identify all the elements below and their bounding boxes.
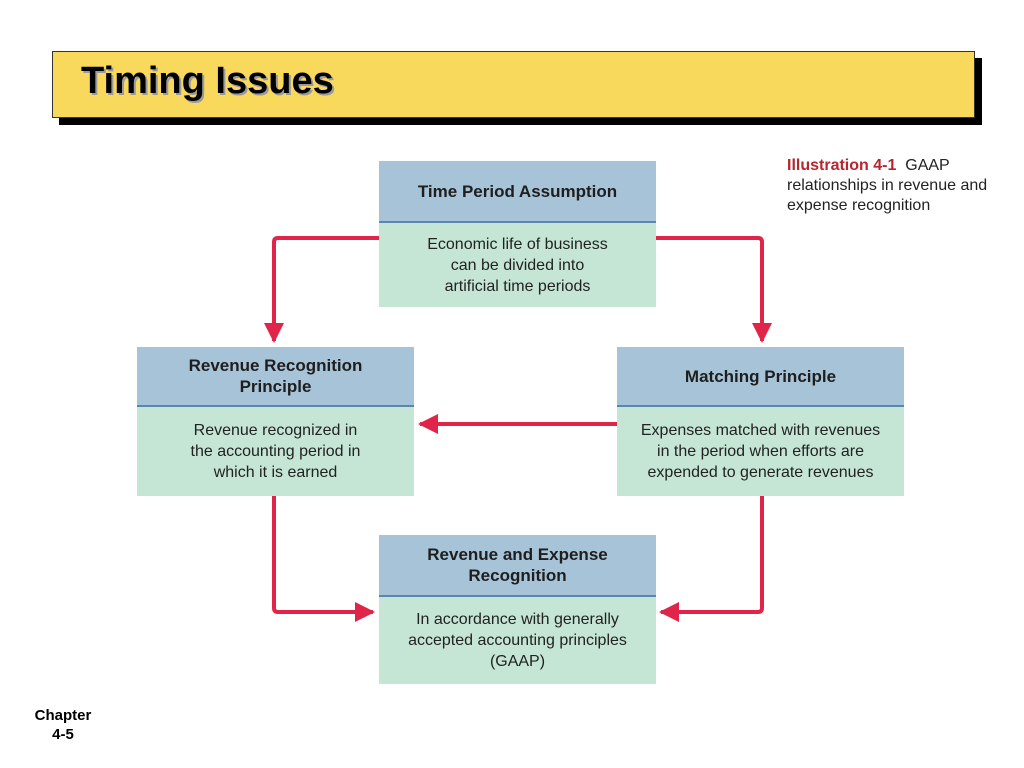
box-header-text: Revenue Recognition Principle [188, 356, 363, 396]
arrow-revenue-to-recognition [272, 496, 375, 622]
box-revenue-recognition: Revenue Recognition Principle Revenue re… [137, 347, 414, 496]
box-body: In accordance with generally accepted ac… [379, 597, 656, 684]
caption-text: GAAP relationships in revenue and expens… [787, 157, 988, 214]
caption-label: Illustration 4-1 [787, 157, 897, 174]
illustration-caption: Illustration 4-1 GAAP relationships in r… [787, 156, 1012, 216]
box-header: Time Period Assumption [379, 161, 656, 223]
box-header-text: Matching Principle [684, 366, 837, 386]
footer-chapter: Chapter [34, 707, 92, 724]
arrow-matching-to-recognition [659, 496, 764, 622]
box-matching-principle: Matching Principle Expenses matched with… [617, 347, 904, 496]
arrow-time-to-revenue [264, 236, 379, 343]
arrow-time-to-matching [656, 236, 772, 343]
box-header-text: Time Period Assumption [417, 181, 618, 201]
chapter-footer: Chapter 4-5 [30, 706, 96, 744]
footer-page: 4-5 [52, 726, 74, 743]
box-time-period-assumption: Time Period Assumption Economic life of … [379, 161, 656, 307]
box-body: Economic life of business can be divided… [379, 223, 656, 307]
box-header: Revenue Recognition Principle [137, 347, 414, 407]
box-body-text: Economic life of business can be divided… [427, 235, 608, 295]
box-body: Revenue recognized in the accounting per… [137, 407, 414, 496]
title-bar: Timing Issues [52, 51, 975, 118]
box-header: Matching Principle [617, 347, 904, 407]
slide-title: Timing Issues [81, 60, 334, 102]
box-body-text: Expenses matched with revenues in the pe… [640, 422, 881, 481]
box-body-text: In accordance with generally accepted ac… [408, 611, 627, 670]
box-revenue-expense-recognition: Revenue and Expense Recognition In accor… [379, 535, 656, 684]
box-header: Revenue and Expense Recognition [379, 535, 656, 597]
box-header-text: Revenue and Expense Recognition [427, 545, 608, 585]
box-body: Expenses matched with revenues in the pe… [617, 407, 904, 496]
box-body-text: Revenue recognized in the accounting per… [190, 422, 361, 481]
